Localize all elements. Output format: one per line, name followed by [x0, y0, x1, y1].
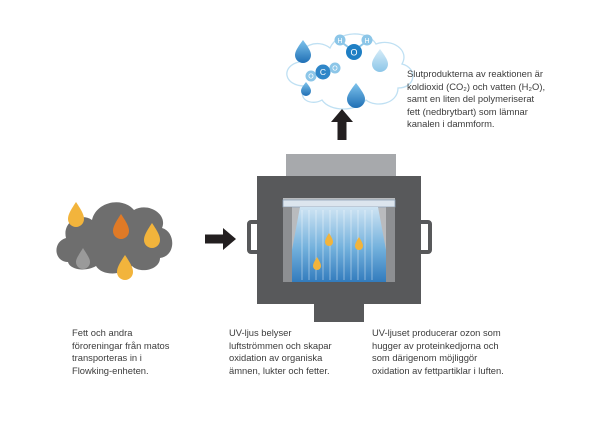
products-caption: Slutprodukterna av reaktionen är koldiox…: [407, 68, 546, 130]
atom-label: H: [364, 38, 369, 45]
uv-light-cone: [286, 207, 392, 282]
products-cloud: H O H O C O: [286, 33, 414, 110]
atom-label: C: [320, 67, 326, 77]
atom-label: O: [350, 48, 357, 58]
atom-label: O: [332, 66, 338, 73]
uv-caption: UV-ljus belyser luftströmmen och skapar …: [229, 327, 332, 376]
grease-droplet-icon: [68, 202, 84, 227]
grease-droplet-icon: [313, 257, 321, 270]
atom-label: H: [337, 38, 342, 45]
water-droplet-icon: [347, 83, 365, 108]
grease-droplet-icon: [76, 248, 90, 269]
flowking-unit: [247, 154, 432, 322]
grease-droplet-icon: [144, 223, 160, 248]
co2-molecule-icon: O C O: [305, 62, 341, 82]
grease-droplet-icon: [117, 255, 133, 280]
water-droplet-icon: [301, 82, 311, 96]
grease-droplet-icon: [113, 214, 129, 239]
grease-droplet-icon: [325, 233, 333, 246]
grease-droplet-icon: [355, 237, 363, 250]
pollution-caption: Fett och andra föroreningar från matos t…: [72, 327, 170, 376]
water-droplet-icon: [372, 49, 388, 72]
ozone-caption: UV-ljuset producerar ozon som hugger av …: [372, 327, 504, 376]
water-molecule-icon: H O H: [334, 34, 373, 60]
arrow-up-icon: [331, 109, 353, 140]
arrow-right-icon: [205, 228, 236, 250]
atom-label: O: [308, 74, 314, 81]
water-droplet-icon: [295, 40, 311, 63]
pollution-cloud: [56, 202, 173, 280]
